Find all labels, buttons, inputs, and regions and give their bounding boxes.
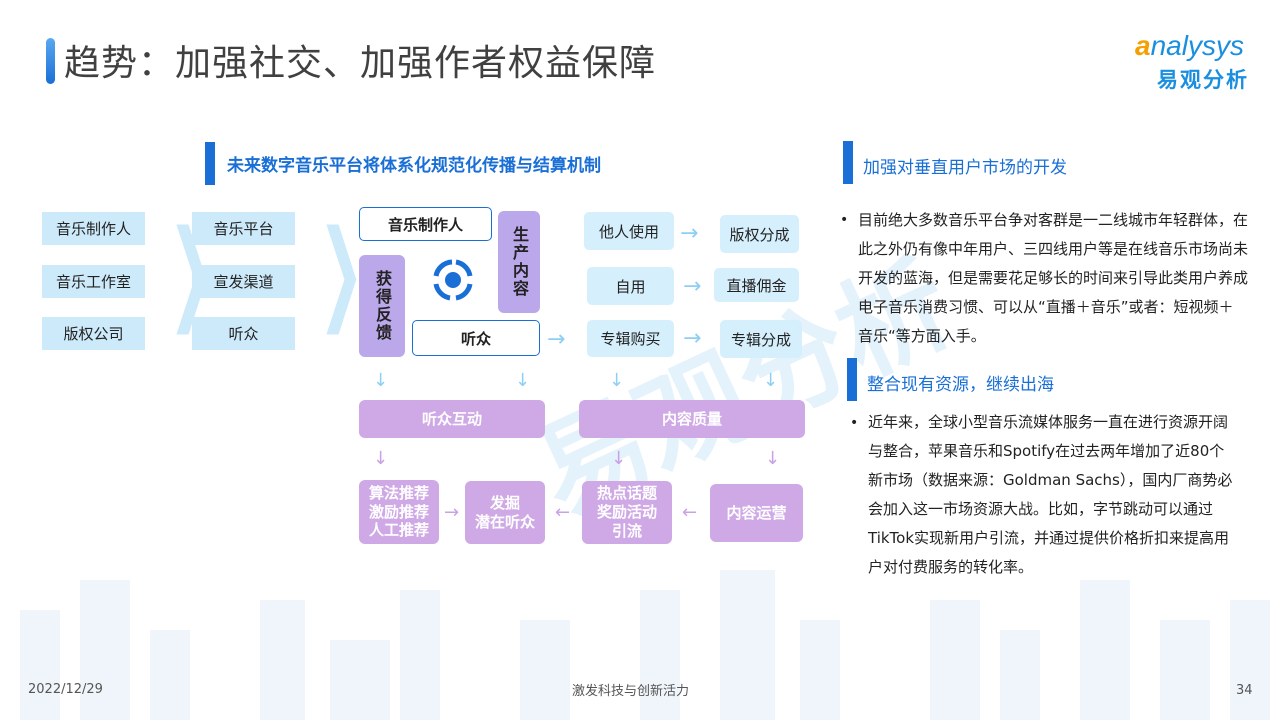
arrow-down-icon: ↓ <box>765 448 781 469</box>
cycle-icon <box>433 259 473 301</box>
section1-title: 加强对垂直用户市场的开发 <box>863 158 1067 178</box>
city-skyline-background <box>20 570 1270 720</box>
content-quality-box: 内容质量 <box>579 400 805 438</box>
title-accent-bar <box>46 38 55 84</box>
arrow-left-icon: ← <box>555 502 571 523</box>
arrow-down-icon: ↓ <box>373 448 389 469</box>
use-item: 他人使用 <box>584 212 674 250</box>
section-bar <box>205 142 215 185</box>
listener-box: 听众 <box>412 320 540 356</box>
discover-box: 发掘 潜在听众 <box>465 481 545 544</box>
logo-en: analysys <box>1135 30 1244 61</box>
paragraph-2: 近年来，全球小型音乐流媒体服务一直在进行资源开阔与整合，苹果音乐和Spotify… <box>868 413 1233 576</box>
col2-item: 宣发渠道 <box>192 265 295 298</box>
section-bar <box>847 358 857 401</box>
use-item: 专辑购买 <box>587 320 674 357</box>
col2-item: 音乐平台 <box>192 212 295 245</box>
arrow-right-icon: → <box>547 327 566 352</box>
arrow-right-icon: → <box>683 326 702 351</box>
bullet: • <box>850 415 859 431</box>
arrow-down-icon: ↓ <box>373 370 389 391</box>
footer-date: 2022/12/29 <box>28 682 103 697</box>
col1-item: 音乐制作人 <box>42 212 145 245</box>
logo-cn: 易观分析 <box>1157 68 1249 92</box>
recommend-box: 算法推荐 激励推荐 人工推荐 <box>359 480 439 544</box>
chevron-right-icon: ❯ <box>318 206 365 334</box>
paragraph-1: 目前绝大多数音乐平台争对客群是一二线城市年轻群体，在此之外仍有像中年用户、三四线… <box>858 211 1249 345</box>
content-ops-box: 内容运营 <box>710 484 803 542</box>
arrow-down-icon: ↓ <box>763 370 779 391</box>
diagram-heading: 未来数字音乐平台将体系化规范化传播与结算机制 <box>227 156 601 176</box>
col2-item: 听众 <box>192 317 295 350</box>
arrow-right-icon: → <box>444 502 460 523</box>
col1-item: 音乐工作室 <box>42 265 145 298</box>
arrow-right-icon: → <box>680 221 699 246</box>
bullet: • <box>840 212 849 228</box>
revenue-item: 直播佣金 <box>714 268 799 302</box>
section-bar <box>843 141 853 184</box>
use-item: 自用 <box>587 267 674 305</box>
arrow-down-icon: ↓ <box>515 370 531 391</box>
feedback-box: 获得反馈 <box>359 255 405 357</box>
hot-topics-box: 热点话题 奖励活动 引流 <box>582 481 672 544</box>
page-title: 趋势：加强社交、加强作者权益保障 <box>64 43 657 84</box>
revenue-item: 版权分成 <box>720 215 799 253</box>
audience-interaction-box: 听众互动 <box>359 400 545 438</box>
producer-box: 音乐制作人 <box>359 207 492 241</box>
section2-title: 整合现有资源，继续出海 <box>867 375 1054 395</box>
arrow-down-icon: ↓ <box>609 370 625 391</box>
arrow-left-icon: ← <box>682 502 698 523</box>
col1-item: 版权公司 <box>42 317 145 350</box>
footer-slogan: 激发科技与创新活力 <box>572 684 690 699</box>
produce-content-box: 生产内容 <box>498 211 540 313</box>
arrow-down-icon: ↓ <box>611 448 627 469</box>
page-number: 34 <box>1236 683 1253 698</box>
arrow-right-icon: → <box>683 274 702 299</box>
revenue-item: 专辑分成 <box>720 320 802 358</box>
